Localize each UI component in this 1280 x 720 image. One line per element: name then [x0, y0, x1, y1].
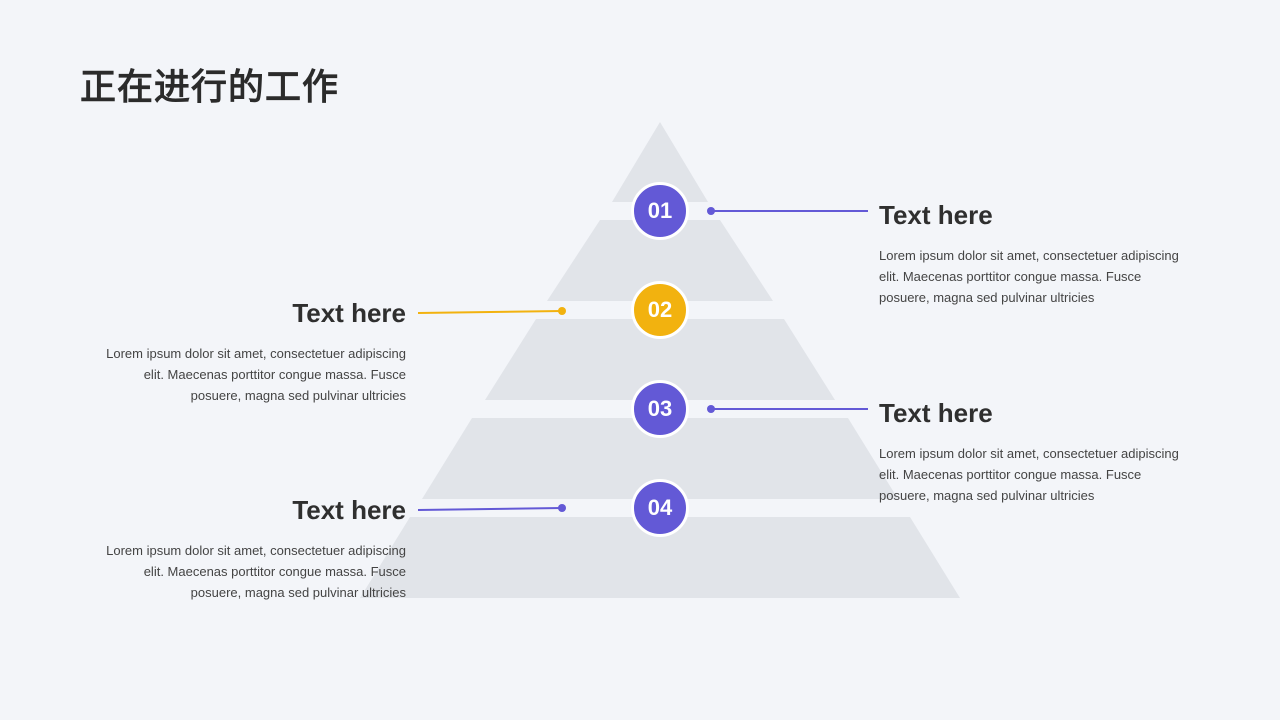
connector-line-02: [417, 310, 563, 314]
connector-line-04: [417, 507, 563, 511]
connector-dot-01: [707, 207, 715, 215]
connector-dot-03: [707, 405, 715, 413]
pyramid-tier-4: [422, 418, 898, 499]
text-block-heading: Text here: [879, 398, 993, 428]
text-block-02: Text here Lorem ipsum dolor sit amet, co…: [106, 298, 406, 406]
text-block-body: Lorem ipsum dolor sit amet, consectetuer…: [879, 248, 1179, 305]
text-block-03: Text here Lorem ipsum dolor sit amet, co…: [879, 398, 1179, 506]
step-badge-03: 03: [631, 380, 689, 438]
text-block-heading: Text here: [292, 298, 406, 328]
text-block-04: Text here Lorem ipsum dolor sit amet, co…: [106, 495, 406, 603]
text-block-heading: Text here: [292, 495, 406, 525]
step-badge-02: 02: [631, 281, 689, 339]
step-badge-04: 04: [631, 479, 689, 537]
text-block-body: Lorem ipsum dolor sit amet, consectetuer…: [879, 446, 1179, 503]
step-badge-01: 01: [631, 182, 689, 240]
connector-dot-02: [558, 307, 566, 315]
text-block-heading: Text here: [879, 200, 993, 230]
connector-dot-04: [558, 504, 566, 512]
pyramid-tier-2: [547, 220, 773, 301]
text-block-body: Lorem ipsum dolor sit amet, consectetuer…: [106, 346, 406, 403]
text-block-body: Lorem ipsum dolor sit amet, consectetuer…: [106, 543, 406, 600]
pyramid-tier-3: [485, 319, 835, 400]
page-title: 正在进行的工作: [80, 67, 340, 108]
text-block-01: Text here Lorem ipsum dolor sit amet, co…: [879, 200, 1179, 308]
pyramid-tier-1: [612, 122, 708, 202]
pyramid-tier-5: [360, 517, 960, 598]
